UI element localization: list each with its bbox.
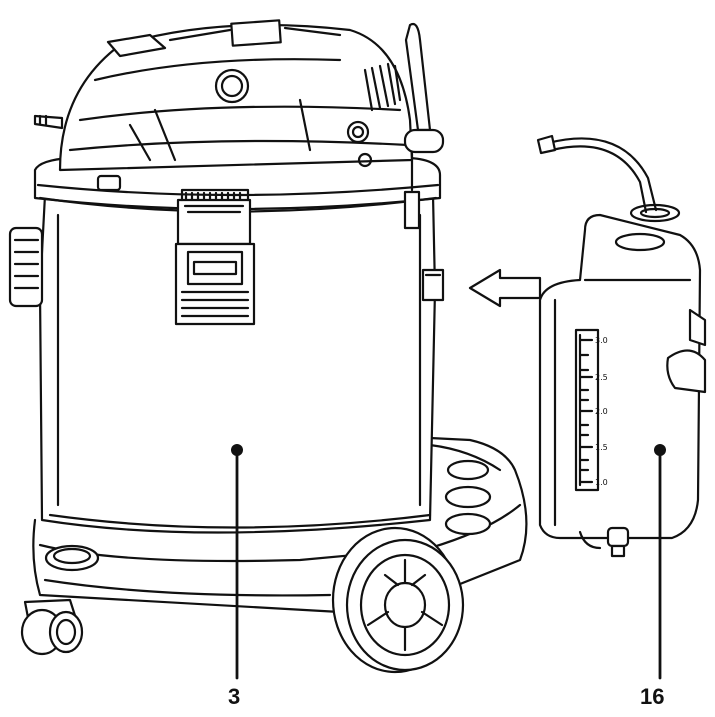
callout-leaders xyxy=(235,450,662,680)
callout-dot-16 xyxy=(654,444,666,456)
scale-mark: 3.0 xyxy=(595,336,608,345)
scale-mark: 1.0 xyxy=(595,478,608,487)
front-caster-wheel xyxy=(20,598,84,656)
callout-label-3: 3 xyxy=(228,684,241,709)
scale-mark: 2.0 xyxy=(595,407,608,416)
water-tank xyxy=(536,134,707,558)
scale-mark: 2.5 xyxy=(595,373,608,382)
scale-mark: 1.5 xyxy=(595,443,608,452)
rear-wheel xyxy=(331,526,465,674)
main-tank xyxy=(8,156,445,534)
tank-scale-labels: 3.0 2.5 2.0 1.5 1.0 xyxy=(595,336,608,487)
insertion-arrow xyxy=(468,268,542,308)
callout-dot-3 xyxy=(231,444,243,456)
callout-label-16: 16 xyxy=(640,684,665,709)
motor-head xyxy=(33,19,445,192)
